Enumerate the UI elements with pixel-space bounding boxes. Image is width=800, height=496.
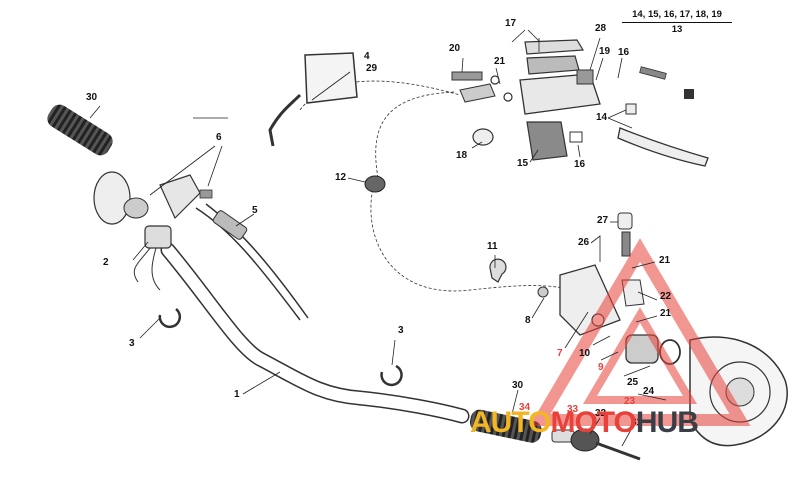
label-26: 26 xyxy=(578,237,590,248)
label-33: 33 xyxy=(567,404,579,415)
label-17: 17 xyxy=(505,18,517,29)
label-27: 27 xyxy=(597,215,609,226)
reservoir-cover xyxy=(524,39,585,55)
grommet xyxy=(364,175,386,193)
label-24: 24 xyxy=(643,386,655,397)
handlebar-inner xyxy=(162,244,468,422)
label-6: 6 xyxy=(216,132,222,143)
label-28: 28 xyxy=(595,23,607,34)
cable-route-upper xyxy=(375,91,456,179)
label-7: 7 xyxy=(557,348,563,359)
watermark-triangle xyxy=(529,238,751,426)
switch-housing-left xyxy=(93,171,131,225)
label-8: 8 xyxy=(525,315,531,326)
label-11: 11 xyxy=(487,241,498,252)
label-14: 14 xyxy=(596,112,608,123)
label-32: 32 xyxy=(595,408,607,419)
clamp xyxy=(526,121,568,161)
label-23: 23 xyxy=(624,396,636,407)
label-18: 18 xyxy=(456,150,468,161)
label-21-b: 21 xyxy=(660,308,672,319)
label-16-bottom: 16 xyxy=(574,159,586,170)
label-3-left: 3 xyxy=(129,338,135,349)
label-30: 30 xyxy=(86,92,98,103)
label-31: 31 xyxy=(631,417,643,428)
circlip-left xyxy=(158,308,182,329)
group-reference: 14, 15, 16, 17, 18, 19 13 xyxy=(622,9,732,35)
label-22: 22 xyxy=(660,291,672,302)
clutch-cable-route xyxy=(299,80,601,301)
label-5: 5 xyxy=(252,205,258,216)
label-9: 9 xyxy=(598,362,604,373)
watermark-logo: AUTOMOTOHUB xyxy=(470,406,699,439)
label-20: 20 xyxy=(449,43,461,54)
label-10: 10 xyxy=(579,348,591,359)
cable-clip xyxy=(489,258,507,283)
label-25: 25 xyxy=(627,377,639,388)
label-34: 34 xyxy=(519,402,531,413)
switch-block xyxy=(144,225,172,249)
label-1: 1 xyxy=(234,389,240,400)
label-30-right: 30 xyxy=(512,380,524,391)
bar-end-weight xyxy=(570,428,600,452)
right-grip xyxy=(469,409,542,443)
watermark-part2: MOTO xyxy=(550,406,636,439)
label-29: 29 xyxy=(366,63,378,74)
clutch-lever xyxy=(617,127,709,167)
label-12: 12 xyxy=(335,172,347,183)
group-items: 14, 15, 16, 17, 18, 19 xyxy=(622,9,732,23)
label-4: 4 xyxy=(364,51,370,62)
bolt-21 xyxy=(490,75,500,85)
watermark-part3: HUB xyxy=(635,406,699,439)
label-16-top: 16 xyxy=(618,47,630,58)
label-21-a: 21 xyxy=(659,255,671,266)
label-15: 15 xyxy=(517,158,529,169)
label-19: 19 xyxy=(599,46,611,57)
watermark-part1: AUTO xyxy=(470,406,551,439)
switch-housing-right xyxy=(159,174,201,220)
leader-lines xyxy=(89,29,667,447)
group-number: 13 xyxy=(671,24,683,35)
left-grip xyxy=(47,104,113,156)
circlip-right xyxy=(380,364,403,387)
label-3-right: 3 xyxy=(398,325,404,336)
label-2: 2 xyxy=(103,257,109,268)
label-21-top: 21 xyxy=(494,56,506,67)
mirror xyxy=(304,52,358,104)
